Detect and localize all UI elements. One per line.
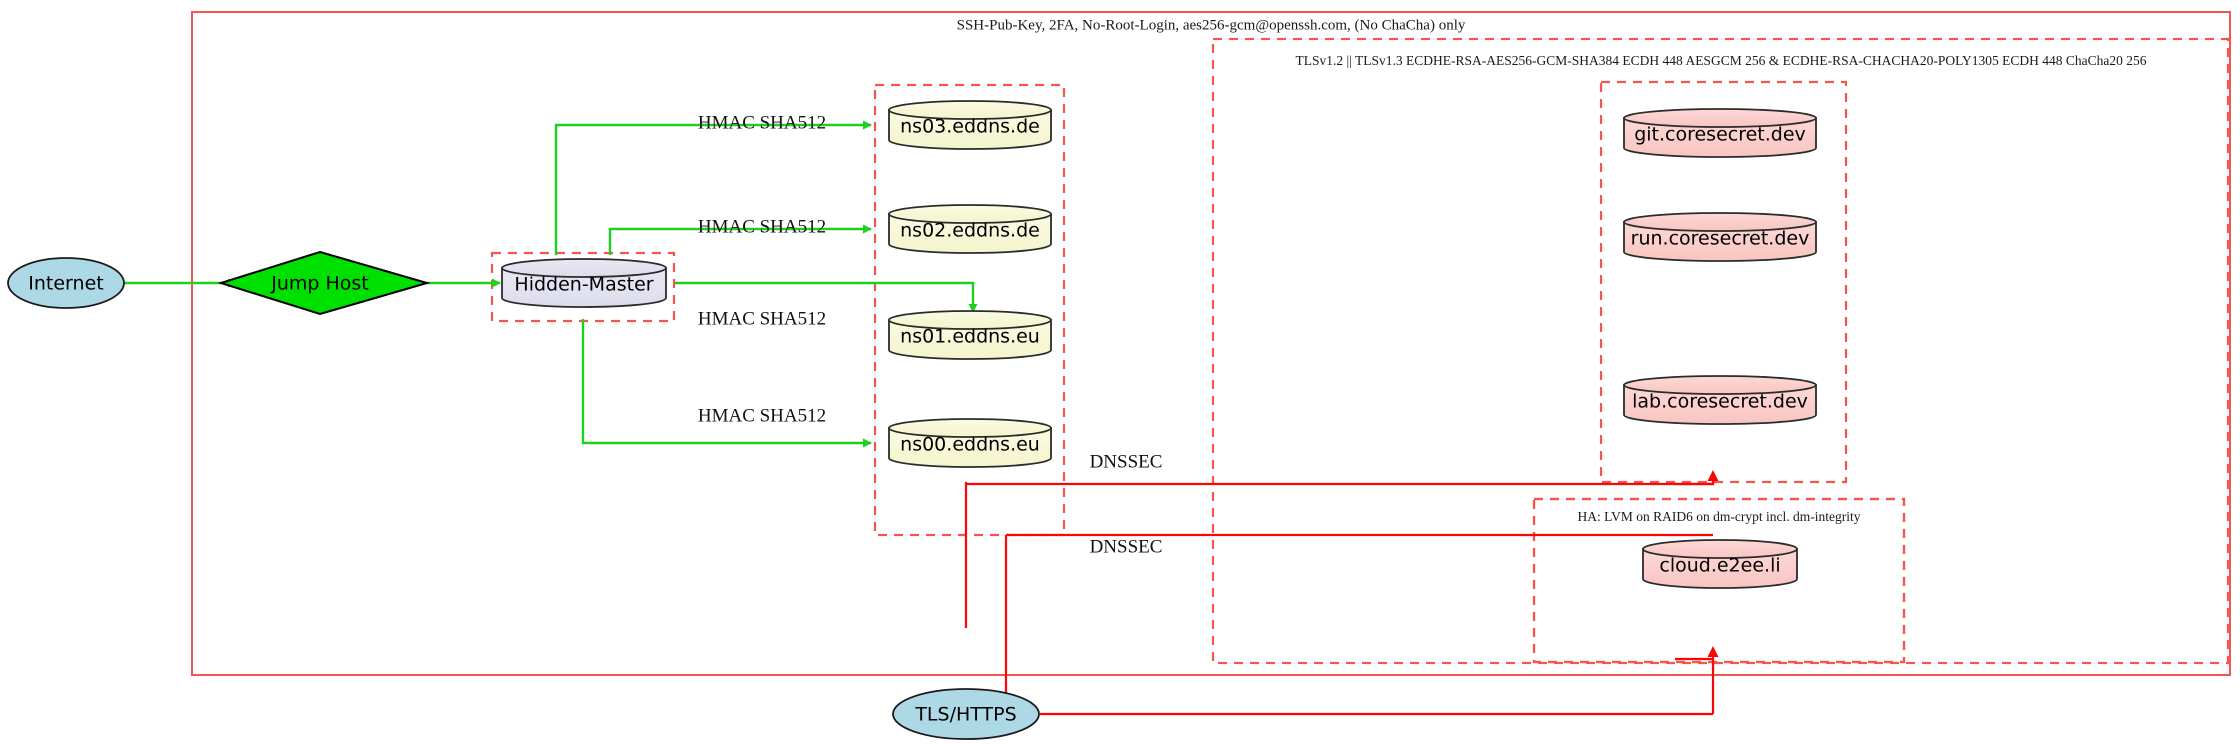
lab-label: lab.coresecret.dev bbox=[1632, 391, 1808, 413]
node-git-coresecret[interactable]: git.coresecret.dev bbox=[1623, 108, 1817, 158]
cloud-cyl-body bbox=[1642, 548, 1798, 589]
hiddenmaster-cyl-body bbox=[501, 267, 667, 308]
label-tls-policy: TLSv1.2 || TLSv1.3 ECDHE-RSA-AES256-GCM-… bbox=[1296, 53, 2147, 68]
ns03-cyl-top bbox=[888, 100, 1052, 120]
node-run-coresecret[interactable]: run.coresecret.dev bbox=[1623, 212, 1817, 262]
ns01-label: ns01.eddns.eu bbox=[900, 326, 1040, 348]
lab-cyl-body bbox=[1623, 384, 1817, 425]
ns00-label: ns00.eddns.eu bbox=[900, 434, 1040, 456]
edge-hiddenmaster-to-ns02 bbox=[608, 224, 872, 255]
ns00-cyl-body bbox=[888, 427, 1052, 468]
node-ns03[interactable]: ns03.eddns.de bbox=[888, 100, 1052, 150]
edge-hiddenmaster-to-ns01 bbox=[675, 281, 978, 313]
node-ns00[interactable]: ns00.eddns.eu bbox=[888, 418, 1052, 468]
cloud-label: cloud.e2ee.li bbox=[1659, 555, 1780, 577]
hiddenmaster-cyl-top bbox=[501, 258, 667, 278]
ns01-cyl-body bbox=[888, 319, 1052, 360]
edge-hiddenmaster-to-ns03 bbox=[554, 120, 872, 255]
outer-security-boundary bbox=[191, 11, 2231, 676]
edge-dnssec-upper-arrow bbox=[1675, 470, 1719, 486]
node-jump-host[interactable]: Jump Host bbox=[217, 250, 431, 316]
run-label: run.coresecret.dev bbox=[1631, 228, 1810, 250]
tlshttps-label: TLS/HTTPS bbox=[914, 704, 1016, 726]
tlshttps-ellipse-shape bbox=[892, 688, 1040, 740]
git-cyl-body bbox=[1623, 117, 1817, 158]
edge-dnssec-lower-arrow bbox=[1675, 646, 1719, 661]
run-cyl-body bbox=[1623, 221, 1817, 262]
cluster-ha-inner bbox=[1532, 497, 1906, 664]
run-cyl-top bbox=[1623, 212, 1817, 232]
edge-label-hmac-ns01: HMAC SHA512 bbox=[698, 308, 826, 329]
edge-label-dnssec-upper: DNSSEC bbox=[1090, 451, 1163, 472]
internet-ellipse-shape bbox=[7, 257, 125, 309]
node-cloud-e2ee[interactable]: cloud.e2ee.li bbox=[1642, 539, 1798, 589]
label-ha-storage: HA: LVM on RAID6 on dm-crypt incl. dm-in… bbox=[1578, 509, 1861, 524]
internet-label: Internet bbox=[28, 273, 103, 295]
node-hidden-master[interactable]: Hidden-Master bbox=[501, 258, 667, 308]
edge-label-hmac-ns02: HMAC SHA512 bbox=[698, 216, 826, 237]
node-lab-coresecret[interactable]: lab.coresecret.dev bbox=[1623, 375, 1817, 425]
cluster-tls-region bbox=[1211, 37, 2230, 665]
edge-dnssec-upper bbox=[964, 480, 1715, 486]
cloud-cyl-top bbox=[1642, 539, 1798, 559]
edge-label-hmac-ns03: HMAC SHA512 bbox=[698, 112, 826, 133]
ns02-cyl-top bbox=[888, 204, 1052, 224]
edge-label-hmac-ns00: HMAC SHA512 bbox=[698, 405, 826, 426]
lab-cyl-top bbox=[1623, 375, 1817, 395]
edge-label-dnssec-lower: DNSSEC bbox=[1090, 536, 1163, 557]
node-ns02[interactable]: ns02.eddns.de bbox=[888, 204, 1052, 254]
ns03-cyl-body bbox=[888, 109, 1052, 150]
ns02-cyl-body bbox=[888, 213, 1052, 254]
node-ns01[interactable]: ns01.eddns.eu bbox=[888, 310, 1052, 360]
label-ssh-policy: SSH-Pub-Key, 2FA, No-Root-Login, aes256-… bbox=[957, 17, 1466, 33]
edge-hiddenmaster-to-ns00 bbox=[581, 319, 872, 448]
cluster-coresecret bbox=[1599, 80, 1848, 484]
node-internet[interactable]: Internet bbox=[7, 257, 125, 309]
ns03-label: ns03.eddns.de bbox=[900, 116, 1040, 138]
ns01-cyl-top bbox=[888, 310, 1052, 330]
jumphost-label: Jump Host bbox=[270, 273, 369, 295]
git-cyl-top bbox=[1623, 108, 1817, 128]
ns00-cyl-top bbox=[888, 418, 1052, 438]
git-label: git.coresecret.dev bbox=[1634, 124, 1806, 146]
jumphost-diamond-shape bbox=[217, 250, 431, 316]
hiddenmaster-label: Hidden-Master bbox=[514, 274, 653, 296]
ns02-label: ns02.eddns.de bbox=[900, 220, 1040, 242]
node-tls-https[interactable]: TLS/HTTPS bbox=[892, 688, 1040, 740]
